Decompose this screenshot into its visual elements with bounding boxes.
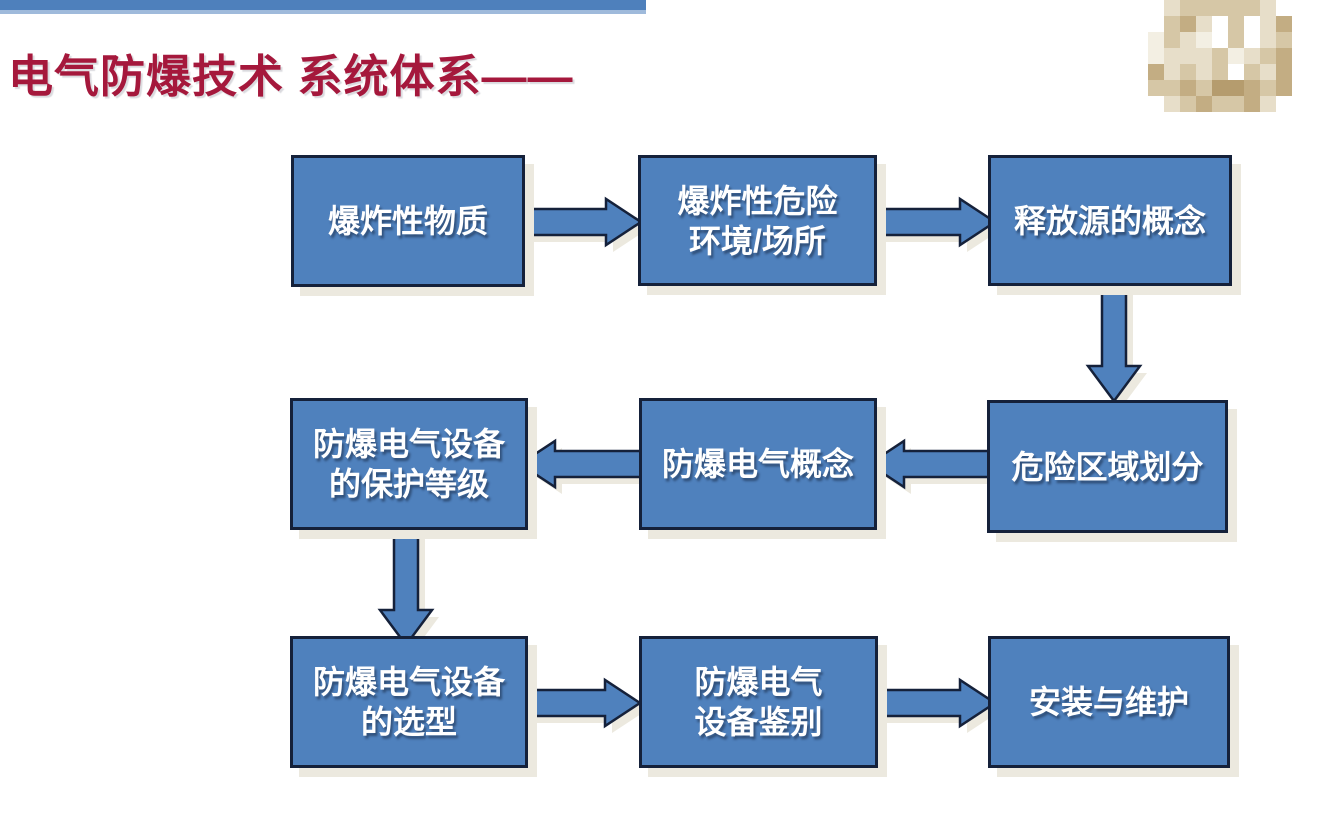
arrow-right-4 (872, 677, 1002, 733)
flow-box-label: 爆炸性物质 (327, 203, 488, 239)
flow-box-equipment-identification: 防爆电气 设备鉴别 (639, 636, 878, 768)
arrow-right-2 (872, 196, 1002, 252)
flow-box-label: 防爆电气 设备鉴别 (694, 664, 823, 740)
flow-box-label: 爆炸性危险 环境/场所 (677, 182, 838, 259)
flow-box-release-source-concept: 释放源的概念 (988, 155, 1232, 286)
arrow-down-1 (1085, 280, 1147, 408)
header-accent-bar (0, 0, 646, 10)
flow-box-label: 防爆电气设备 的保护等级 (312, 426, 505, 502)
flow-box-label: 安装与维护 (1028, 684, 1189, 720)
flow-box-equipment-protection-level: 防爆电气设备 的保护等级 (290, 398, 528, 530)
flow-box-label: 防爆电气设备 的选型 (312, 664, 505, 740)
flow-box-hazard-zone-classification: 危险区域划分 (987, 400, 1228, 533)
arrow-right-1 (518, 196, 648, 252)
flow-box-label: 释放源的概念 (1013, 202, 1206, 239)
arrow-left-1 (866, 438, 998, 494)
flow-box-explosive-substances: 爆炸性物质 (291, 155, 525, 287)
flow-box-exproof-electrical-concept: 防爆电气概念 (639, 398, 877, 530)
flow-box-installation-maintenance: 安装与维护 (988, 636, 1230, 768)
arrow-left-2 (517, 438, 649, 494)
flow-box-label: 危险区域划分 (1011, 448, 1204, 485)
header-accent-bar-light (0, 10, 646, 14)
flow-box-label: 防爆电气概念 (661, 446, 854, 482)
logo-mosaic (1148, 0, 1292, 112)
arrow-down-2 (377, 524, 439, 652)
flow-box-equipment-selection: 防爆电气设备 的选型 (290, 636, 528, 768)
arrow-right-3 (517, 677, 647, 733)
slide-title: 电气防爆技术 系统体系—— (8, 51, 574, 102)
flow-box-hazardous-environment: 爆炸性危险 环境/场所 (638, 155, 877, 286)
